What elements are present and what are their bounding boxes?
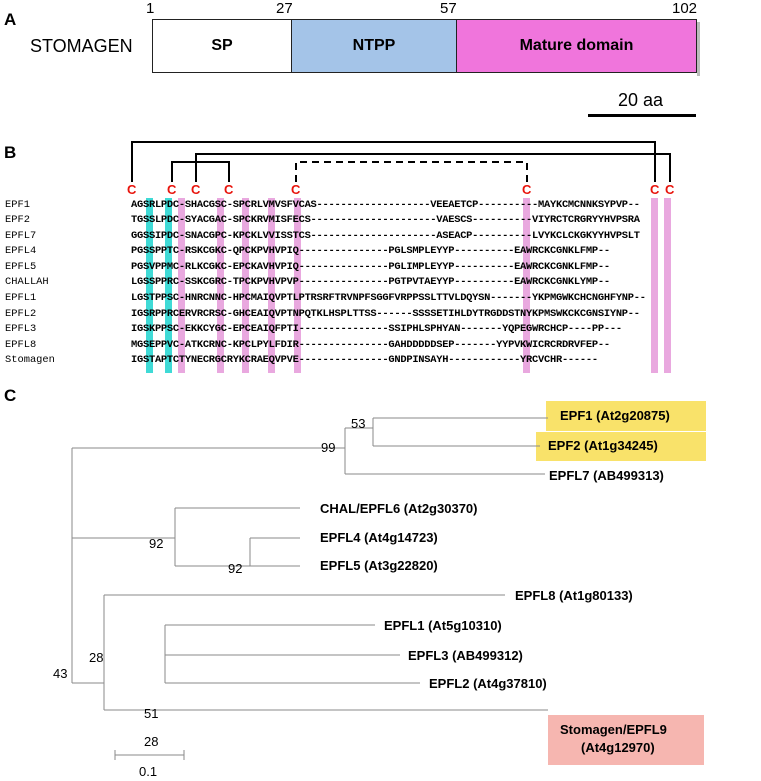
highlight-epf1	[546, 401, 706, 431]
domain-sp: SP	[152, 19, 292, 73]
seq-name: EPF2	[5, 214, 30, 226]
seq-name: EPFL7	[5, 230, 37, 242]
leaf-epfl7: EPFL7 (AB499313)	[549, 468, 664, 483]
position-57: 57	[440, 0, 457, 17]
cysteine-marker-2: C	[167, 182, 177, 197]
seq-row: PGSSPPTC-RSKCGKC-QPCKPVHVPIQ------------…	[131, 245, 610, 257]
position-102: 102	[672, 0, 698, 17]
cysteine-marker-3: C	[191, 182, 201, 197]
leaf-epf2: EPF2 (At1g34245)	[548, 438, 658, 453]
leaf-epfl3: EPFL3 (AB499312)	[408, 648, 523, 663]
leaf-stomagen-id: (At4g12970)	[581, 740, 655, 755]
position-27: 27	[276, 0, 293, 17]
bootstrap-value: 92	[149, 536, 164, 551]
cysteine-marker-4: C	[224, 182, 234, 197]
highlight-epf2	[536, 432, 706, 461]
highlight-cyan-1	[146, 198, 153, 373]
highlight-pink-3	[242, 198, 249, 373]
seq-row: IGSKPPSC-EKKCYGC-EPCEAIQFPTI------------…	[131, 323, 622, 335]
leaf-chal-epfl6: CHAL/EPFL6 (At2g30370)	[320, 501, 478, 516]
cysteine-marker-1: C	[127, 182, 137, 197]
seq-row: MGSEPPVC-ATKCRNC-KPCLPYLFDIR------------…	[131, 339, 610, 351]
bond-c5-c6-dashed	[295, 161, 528, 182]
highlight-stomagen	[548, 715, 704, 765]
highlight-pink-7	[651, 198, 658, 373]
highlight-pink-6	[523, 198, 530, 373]
seq-row: LGSSPPRC-SSKCGRC-TPCKPVHVPVP------------…	[131, 276, 610, 288]
leaf-epfl5: EPFL5 (At3g22820)	[320, 558, 438, 573]
bootstrap-value: 53	[351, 416, 366, 431]
domain-mature: Mature domain	[456, 19, 697, 73]
domain-ntpp: NTPP	[291, 19, 457, 73]
bond-c2-c4	[171, 161, 230, 182]
seq-row: LGSTPPSC-HNRCNNC-HPCMAIQVPTLPTRSRFTRVNPF…	[131, 292, 646, 304]
bootstrap-value: 43	[53, 666, 68, 681]
seq-name: EPF1	[5, 199, 30, 211]
panel-a-letter: A	[4, 10, 17, 29]
leaf-epfl2: EPFL2 (At4g37810)	[429, 676, 547, 691]
bond-c3-c8	[195, 153, 671, 182]
cysteine-marker-6: C	[522, 182, 532, 197]
leaf-epfl8: EPFL8 (At1g80133)	[515, 588, 633, 603]
scale-bar-c-label: 0.1	[139, 764, 158, 779]
highlight-pink-4	[268, 198, 275, 373]
bond-c1-c7	[131, 141, 656, 182]
leaf-epfl4: EPFL4 (At4g14723)	[320, 530, 438, 545]
domain-ntpp-label: NTPP	[352, 37, 396, 54]
domain-sp-label: SP	[211, 37, 233, 54]
scale-bar-a	[588, 114, 696, 117]
seq-row: GGSSIPDC-SNACGPC-KPCKLVVISSTCS----------…	[131, 230, 640, 242]
domain-shadow	[697, 22, 700, 76]
cysteine-marker-8: C	[665, 182, 675, 197]
bootstrap-value: 28	[144, 734, 159, 749]
seq-name: EPFL8	[5, 339, 37, 351]
leaf-stomagen-name: Stomagen/EPFL9	[560, 722, 667, 737]
seq-name: EPFL5	[5, 261, 37, 273]
seq-name: EPFL1	[5, 292, 37, 304]
panel-b-letter: B	[4, 143, 17, 162]
domain-mature-label: Mature domain	[519, 37, 634, 54]
cysteine-marker-7: C	[650, 182, 660, 197]
disulfide-bonds	[131, 141, 671, 182]
leaf-epfl1: EPFL1 (At5g10310)	[384, 618, 502, 633]
seq-name: EPFL2	[5, 308, 37, 320]
seq-row: TGSSLPDC-SYACGAC-SPCKRVMISFECS----------…	[131, 214, 640, 226]
leaf-epf1: EPF1 (At2g20875)	[560, 408, 670, 423]
seq-name: EPFL4	[5, 245, 37, 257]
panel-c-letter: C	[4, 386, 17, 405]
bootstrap-value: 92	[228, 561, 243, 576]
highlight-pink-2	[217, 198, 224, 373]
highlight-cyan-2	[165, 198, 172, 373]
seq-name: CHALLAH	[5, 276, 49, 288]
seq-row: IGSTAPTCTYNECRGCRYKCRAEQVPVE------------…	[131, 354, 598, 366]
seq-name: EPFL3	[5, 323, 37, 335]
cysteine-marker-5: C	[291, 182, 301, 197]
seq-row: PGSVPPMC-RLKCGKC-EPCKAVHVPIQ------------…	[131, 261, 610, 273]
highlight-pink-1	[178, 198, 185, 373]
bootstrap-value: 99	[321, 440, 336, 455]
seq-name: Stomagen	[5, 354, 55, 366]
scale-bar-a-label: 20 aa	[618, 90, 664, 110]
bootstrap-value: 51	[144, 706, 159, 721]
position-1: 1	[146, 0, 155, 17]
highlight-pink-8	[664, 198, 671, 373]
bootstrap-value: 28	[89, 650, 104, 665]
seq-row: AGSRLPDC-SHACGSC-SPCRLVMVSFVCAS---------…	[131, 199, 640, 211]
highlight-pink-5	[294, 198, 301, 373]
protein-name: STOMAGEN	[30, 36, 133, 56]
seq-row: IGSRPPRCERVRCRSC-GHCEAIQVPTNPQTKLHSPLTTS…	[131, 308, 640, 320]
